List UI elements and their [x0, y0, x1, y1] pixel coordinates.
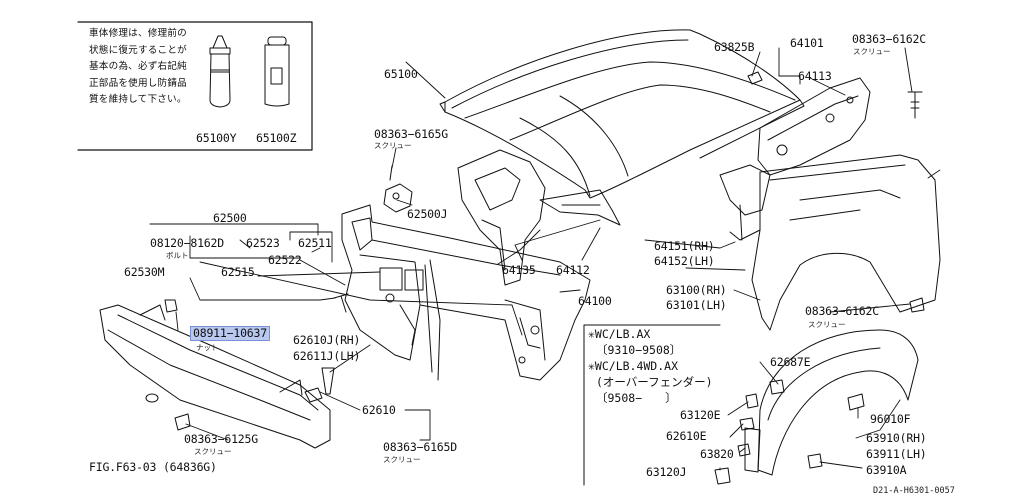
- figure-reference[interactable]: FIG.F63-03 (64836G): [89, 460, 217, 474]
- wc-note-line: ✳WC/LB.AX: [588, 327, 651, 341]
- part-label[interactable]: 08363−6125G: [184, 432, 258, 446]
- part-label[interactable]: 62610J(RH): [293, 333, 361, 347]
- front-fender-drawing: [729, 154, 941, 331]
- screw-sublabel: スクリュー: [194, 447, 232, 456]
- screw-sublabel: スクリュー: [808, 320, 846, 329]
- part-label[interactable]: 62511: [298, 236, 332, 250]
- part-label[interactable]: 64100: [578, 294, 612, 308]
- bracket-drawing: [383, 165, 413, 213]
- hood-ledge-drawing: [457, 149, 621, 286]
- hoodledge-rh-drawing: [719, 77, 871, 216]
- note-line: 質を維持して下さい。: [89, 94, 187, 106]
- part-label[interactable]: 62611J(LH): [293, 349, 361, 363]
- part-label[interactable]: 64152(LH): [654, 254, 715, 268]
- diagram-code: D21-A-H6301-0057: [873, 486, 955, 496]
- part-label[interactable]: 63120J: [646, 465, 687, 479]
- note-line: 基本の為、必ず右記純: [89, 61, 187, 73]
- note-line: 車体修理は、修理前の: [89, 28, 187, 39]
- spray-can-drawing: [264, 36, 290, 107]
- repair-note: 車体修理は、修理前の 状態に復元することが 基本の為、必ず右記純 正部品を使用し…: [89, 26, 217, 109]
- part-label[interactable]: 64135: [502, 263, 536, 277]
- part-label[interactable]: 08363−6162C: [805, 304, 879, 318]
- part-label[interactable]: 08363−6165D: [383, 440, 457, 454]
- screw-sublabel: スクリュー: [374, 141, 412, 150]
- part-label[interactable]: 08363−6165G: [374, 127, 448, 141]
- part-label[interactable]: 62530M: [124, 265, 165, 279]
- part-label[interactable]: 62500: [213, 211, 247, 225]
- note-box: [77, 21, 313, 151]
- bolt-sublabel: ボルト: [166, 251, 189, 260]
- radiator-core-support-drawing: [341, 204, 591, 381]
- wc-note-line: 〔9310−9508〕: [596, 343, 682, 357]
- part-label[interactable]: 62522: [268, 253, 302, 267]
- part-label[interactable]: 63910(RH): [866, 431, 927, 445]
- part-label[interactable]: 62515: [221, 265, 255, 279]
- part-label[interactable]: 62687E: [770, 355, 811, 369]
- wc-note-line: 〔9508− 〕: [596, 391, 677, 405]
- part-label[interactable]: 08120−8162D: [150, 236, 224, 250]
- part-label[interactable]: 63911(LH): [866, 447, 927, 461]
- part-label[interactable]: 62610E: [666, 429, 707, 443]
- nut-sublabel: ナット: [196, 343, 219, 352]
- part-label[interactable]: 63120E: [680, 408, 721, 422]
- part-label-highlighted[interactable]: 08911−10637: [190, 326, 270, 341]
- screw-sublabel: スクリュー: [853, 47, 891, 56]
- part-label[interactable]: 65100: [384, 67, 418, 81]
- part-label[interactable]: 63820: [700, 447, 734, 461]
- wc-note-line: ✳WC/LB.4WD.AX: [588, 359, 679, 373]
- part-label[interactable]: 64113: [798, 69, 832, 83]
- hood-drawing: [439, 29, 805, 199]
- part-label[interactable]: 65100Z: [256, 131, 297, 145]
- part-label[interactable]: 65100Y: [196, 131, 237, 145]
- part-label[interactable]: 63825B: [714, 40, 755, 54]
- part-label[interactable]: 63910A: [866, 463, 907, 477]
- note-line: 正部品を使用し防錆品: [89, 77, 187, 89]
- note-line: 状態に復元することが: [89, 44, 187, 56]
- part-label[interactable]: 08363−6162C: [852, 32, 926, 46]
- over-fender-drawing: [744, 329, 919, 476]
- wc-note-line: (オーバーフェンダー): [596, 375, 713, 389]
- touch-up-tube-drawing: [209, 35, 231, 108]
- part-label[interactable]: 62523: [246, 236, 280, 250]
- part-label[interactable]: 64151(RH): [654, 239, 715, 253]
- part-label[interactable]: 62610: [362, 403, 396, 417]
- leader-lines: [149, 47, 913, 471]
- part-label[interactable]: 63100(RH): [666, 283, 727, 297]
- part-label[interactable]: 64101: [790, 36, 824, 50]
- part-label[interactable]: 96010F: [870, 412, 911, 426]
- wc-box: [583, 324, 721, 486]
- part-label[interactable]: 63101(LH): [666, 298, 727, 312]
- part-label[interactable]: 62500J: [407, 207, 448, 221]
- screw-sublabel: スクリュー: [383, 455, 421, 464]
- part-label[interactable]: 64112: [556, 263, 590, 277]
